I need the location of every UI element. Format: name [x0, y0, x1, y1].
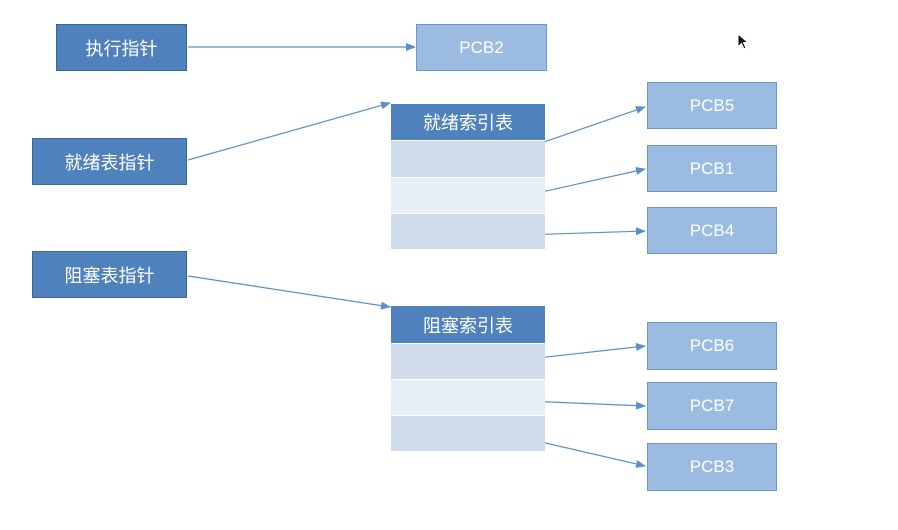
- pcb-blocked-3: PCB3: [647, 443, 777, 491]
- pcb-blocked-1: PCB6: [647, 322, 777, 370]
- ready-index-row: [391, 213, 545, 249]
- blocked-index-row: [391, 415, 545, 451]
- ready-table-pointer: 就绪表指针: [32, 138, 187, 185]
- blocked-index-row: [391, 379, 545, 415]
- pcb-ready-3: PCB4: [647, 207, 777, 254]
- blocked-table-pointer: 阻塞表指针: [32, 251, 187, 298]
- blocked-index-row: [391, 343, 545, 379]
- arrow-blocked-pointer-to-index: [187, 275, 391, 310]
- ready-index-row: [391, 140, 545, 177]
- pcb-ready-1: PCB5: [647, 82, 777, 129]
- pcb-running: PCB2: [416, 24, 547, 71]
- running-pointer: 执行指针: [56, 24, 187, 71]
- mouse-cursor-icon: [737, 33, 750, 50]
- pcb-ready-2: PCB1: [647, 145, 777, 192]
- blocked-index-title: 阻塞索引表: [391, 306, 545, 343]
- pcb-blocked-2: PCB7: [647, 382, 777, 430]
- ready-index-title: 就绪索引表: [391, 104, 545, 140]
- arrow-ready-pointer-to-index: [187, 101, 391, 161]
- ready-index-row: [391, 177, 545, 213]
